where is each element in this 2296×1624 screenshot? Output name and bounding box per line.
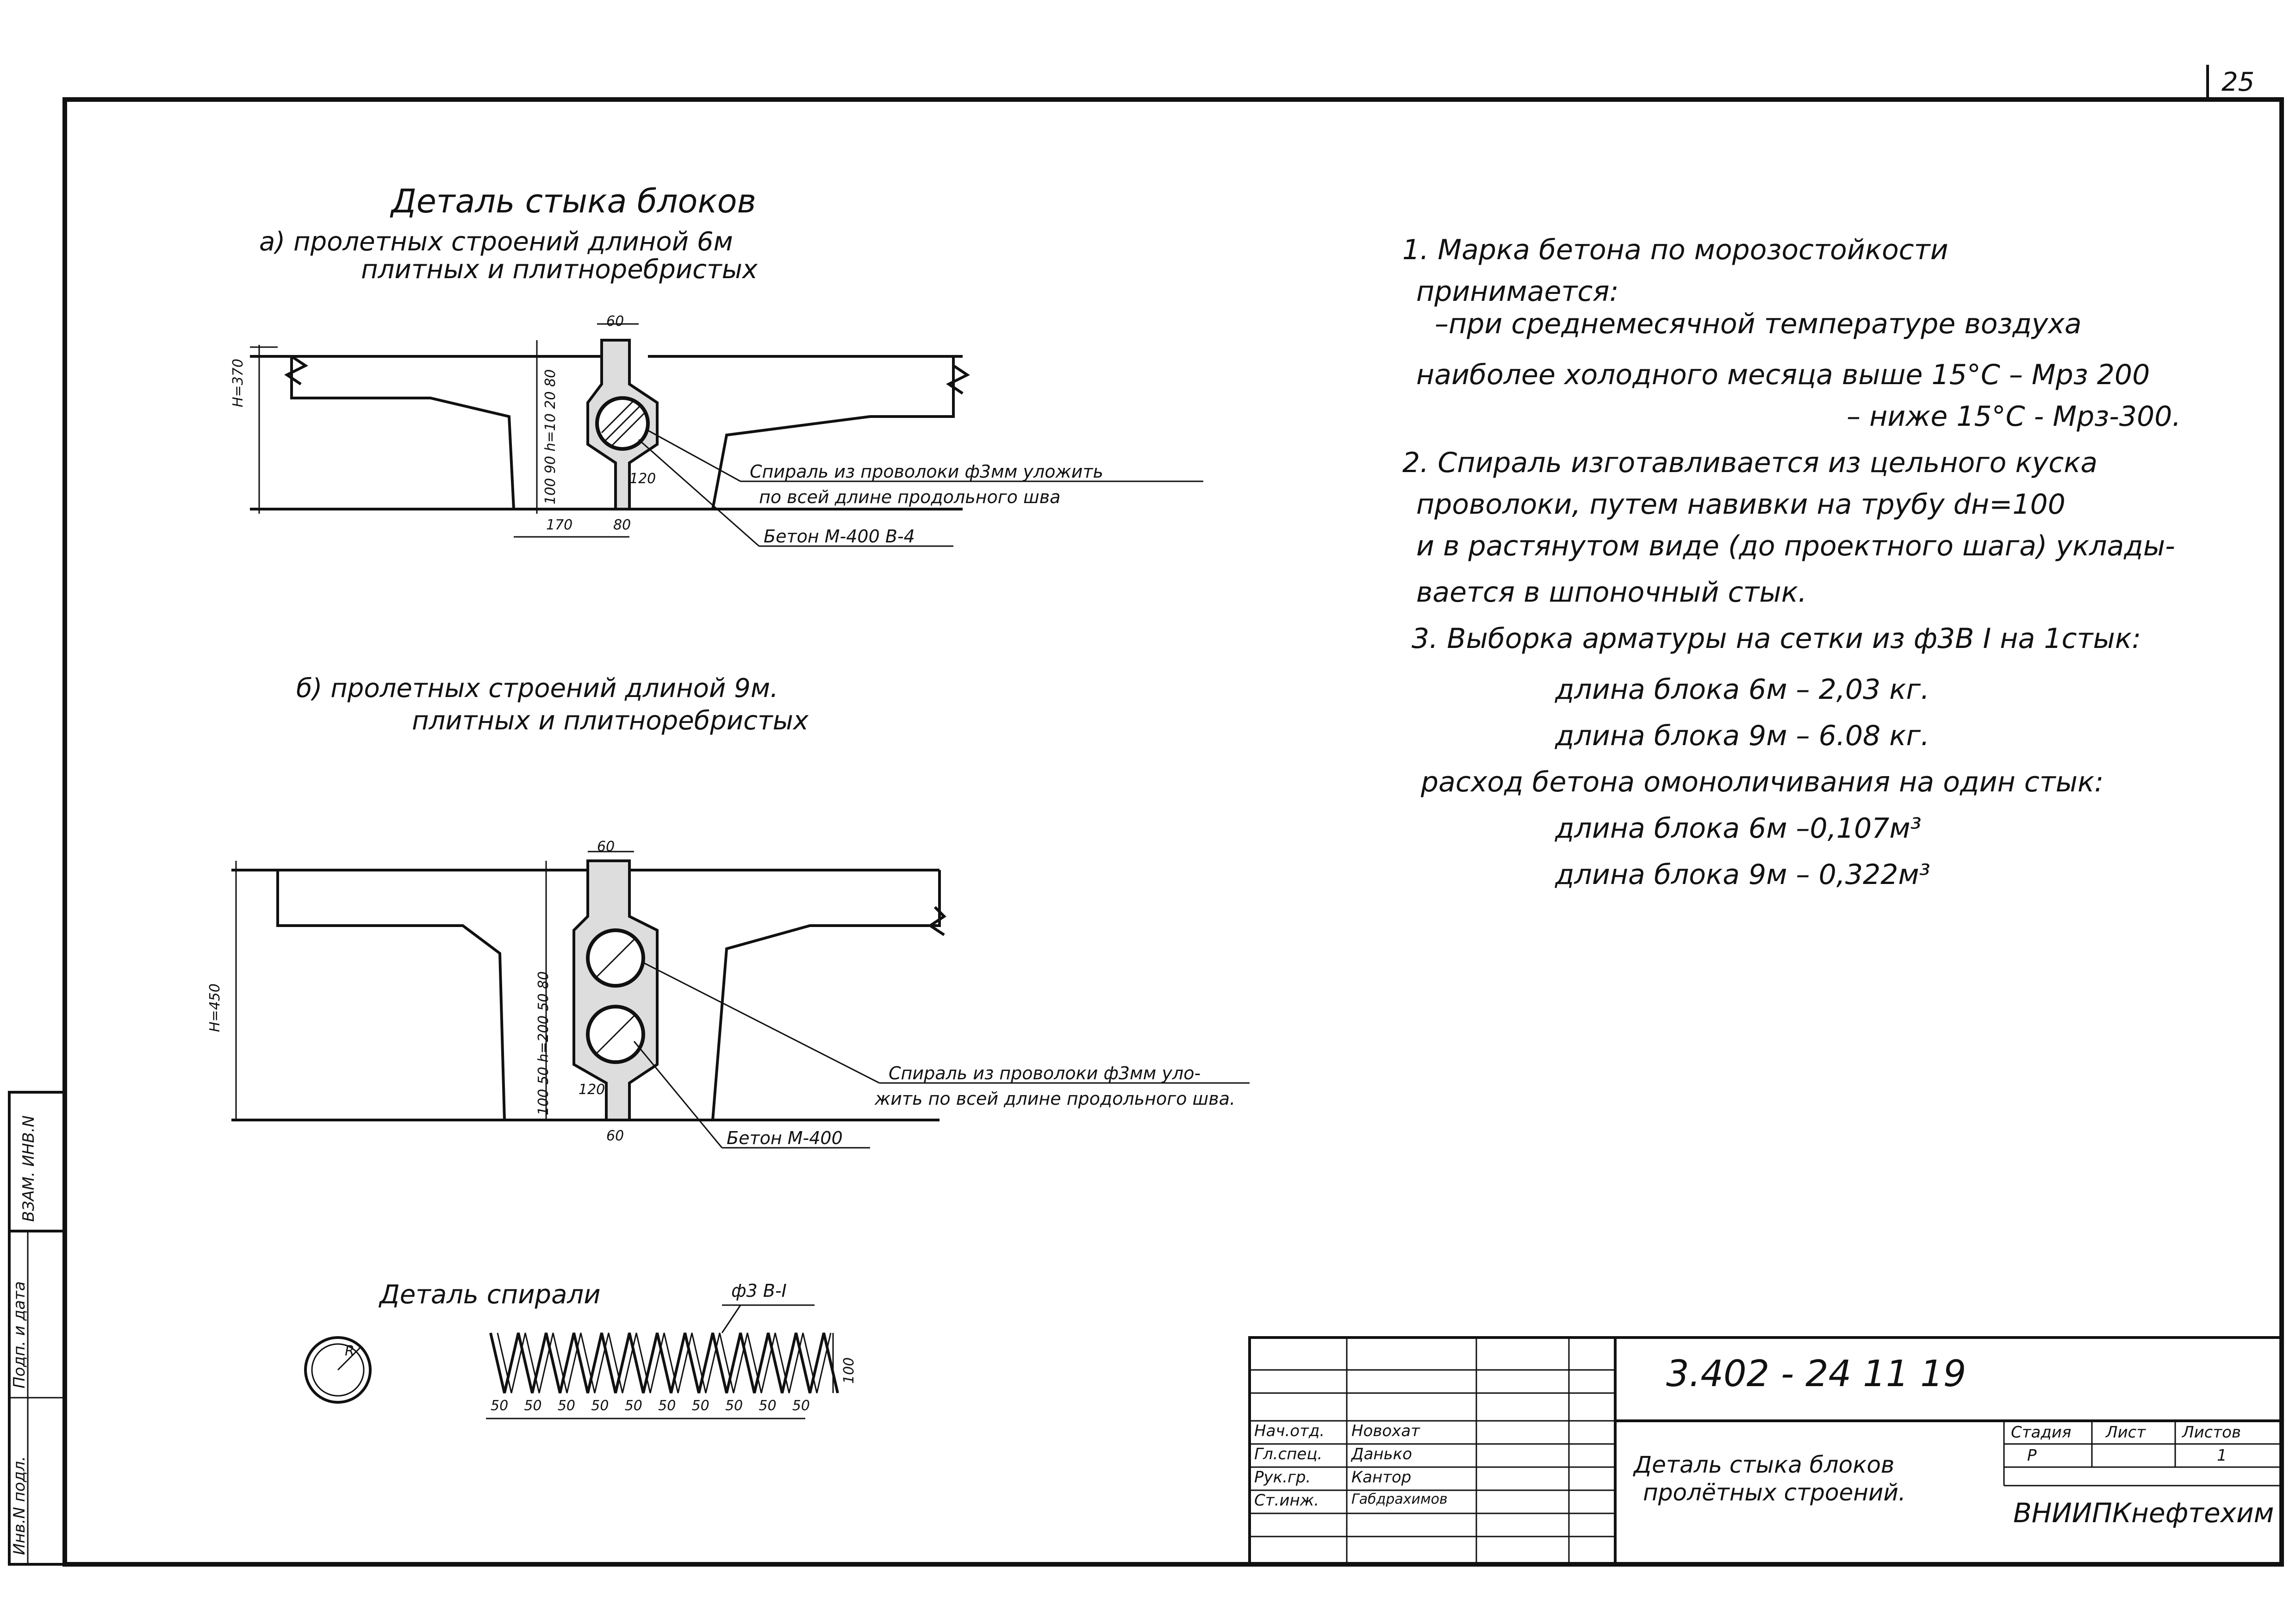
spiral-wire: ф3 В-I — [731, 1281, 787, 1301]
part-a-dim-stack: 100 90 h=10 20 80 — [542, 369, 559, 504]
part-a-spiral-note-2: по всей длине продольного шва — [759, 487, 1061, 507]
spiral-title: Деталь спирали — [380, 1280, 601, 1310]
note-line: длина блока 9м – 0,322м³ — [1555, 859, 1930, 891]
part-a-subheading: плитных и плитноребристых — [361, 255, 758, 285]
note-line: длина блока 6м –0,107м³ — [1555, 812, 1922, 845]
spiral-pitch-row: 50 50 50 50 50 50 50 50 50 50 — [491, 1398, 810, 1414]
part-b-dim-bottom: 60 — [606, 1128, 624, 1144]
spiral-pitch: 50 — [524, 1398, 542, 1414]
part-b-dim-inner: 120 — [579, 1082, 605, 1098]
part-a-spiral-note-1: Спираль из проволоки ф3мм уложить — [750, 461, 1103, 482]
note-line: 2. Спираль изготавливается из цельного к… — [1402, 447, 2098, 479]
side-stamp-strip — [8, 1091, 66, 1566]
sheet-number: 25 — [2221, 67, 2255, 97]
spiral-pitch: 50 — [557, 1398, 576, 1414]
part-b-subheading: плитных и плитноребристых — [412, 706, 809, 736]
part-b-spiral-note-2: жить по всей длине продольного шва. — [875, 1089, 1236, 1109]
person-name: Новохат — [1351, 1422, 1420, 1440]
part-a-dim-top: 60 — [606, 313, 624, 330]
section-a-drawing — [250, 323, 1203, 547]
spiral-pitch: 50 — [725, 1398, 743, 1414]
spiral-pitch: 50 — [759, 1398, 777, 1414]
stage-value: Р — [2027, 1446, 2037, 1465]
spiral-pitch: 50 — [491, 1398, 509, 1414]
sheets-label: Листов — [2182, 1423, 2241, 1442]
note-line: наиболее холодного месяца выше 15°С – Мр… — [1416, 359, 2150, 391]
part-b-dim-stack: 100 50 h=200 50 80 — [535, 971, 552, 1115]
person-name: Данько — [1351, 1445, 1412, 1463]
sheets-value: 1 — [2217, 1446, 2227, 1465]
section-b-drawing — [231, 851, 1250, 1149]
spiral-pitch: 50 — [691, 1398, 709, 1414]
drawing-description-2: пролётных строений. — [1643, 1479, 1906, 1506]
spiral-pitch: 50 — [591, 1398, 609, 1414]
role-label: Гл.спец. — [1254, 1445, 1323, 1463]
note-line: 1. Марка бетона по морозостойкости — [1402, 234, 1948, 266]
note-line: – ниже 15°С - Мрз-300. — [1847, 400, 2181, 433]
part-a-concrete-note: Бетон М-400 В-4 — [764, 526, 915, 547]
organization: ВНИИПКнефтехим — [2013, 1497, 2274, 1529]
note-line: расход бетона омоноличивания на один сты… — [1421, 766, 2104, 798]
drawing-code: 3.402 - 24 11 19 — [1666, 1353, 1966, 1395]
note-line: принимается: — [1416, 275, 1619, 308]
role-label: Рук.гр. — [1254, 1468, 1311, 1487]
note-line: длина блока 6м – 2,03 кг. — [1555, 673, 1930, 706]
part-b-height: Н=450 — [207, 983, 223, 1032]
note-line: длина блока 9м – 6.08 кг. — [1555, 720, 1930, 752]
person-name: Габдрахимов — [1351, 1491, 1448, 1507]
part-b-heading: б) пролетных строений длиной 9м. — [296, 673, 778, 703]
sheet-frame — [62, 97, 2284, 1567]
part-b-concrete-note: Бетон М-400 — [727, 1128, 843, 1148]
role-label: Нач.отд. — [1254, 1422, 1325, 1440]
person-name: Кантор — [1351, 1468, 1412, 1487]
side-stamp-sign: Подп. и дата — [10, 1281, 29, 1388]
part-b-spiral-note-1: Спираль из проволоки ф3мм уло- — [889, 1063, 1201, 1083]
part-a-heading: а) пролетных строений длиной 6м — [259, 227, 733, 257]
part-a-dim-bottom-1: 170 — [546, 517, 573, 533]
spiral-pitch: 50 — [624, 1398, 642, 1414]
part-b-dim-top: 60 — [597, 839, 615, 855]
side-stamp-inv: Инв.N подл. — [10, 1456, 29, 1555]
part-a-height: Н=370 — [230, 359, 246, 407]
side-stamp-ref: ВЗАМ. ИНВ.N — [19, 1115, 38, 1222]
part-a-dim-bottom-2: 80 — [613, 517, 631, 533]
note-line: –при среднемесячной температуре воздуха — [1435, 308, 2082, 340]
spiral-radius: R — [345, 1343, 355, 1359]
spiral-height: 100 — [841, 1357, 857, 1384]
note-line: 3. Выборка арматуры на сетки из ф3В I на… — [1412, 622, 2141, 655]
note-line: проволоки, путем навивки на трубу dн=100 — [1416, 488, 2066, 521]
drawing-description-1: Деталь стыка блоков — [1634, 1451, 1895, 1478]
part-a-dim-inner: 120 — [629, 471, 656, 487]
spiral-pitch: 50 — [792, 1398, 810, 1414]
note-line: вается в шпоночный стык. — [1416, 576, 1807, 609]
title-block-grid — [1248, 1336, 2283, 1566]
detail-title: Деталь стыка блоков — [391, 182, 756, 220]
stage-label: Стадия — [2011, 1423, 2072, 1442]
note-line: и в растянутом виде (до проектного шага)… — [1416, 530, 2175, 562]
spiral-drawing — [304, 1304, 839, 1419]
spiral-pitch: 50 — [658, 1398, 676, 1414]
sheet-label: Лист — [2106, 1423, 2146, 1442]
role-label: Ст.инж. — [1254, 1491, 1319, 1510]
